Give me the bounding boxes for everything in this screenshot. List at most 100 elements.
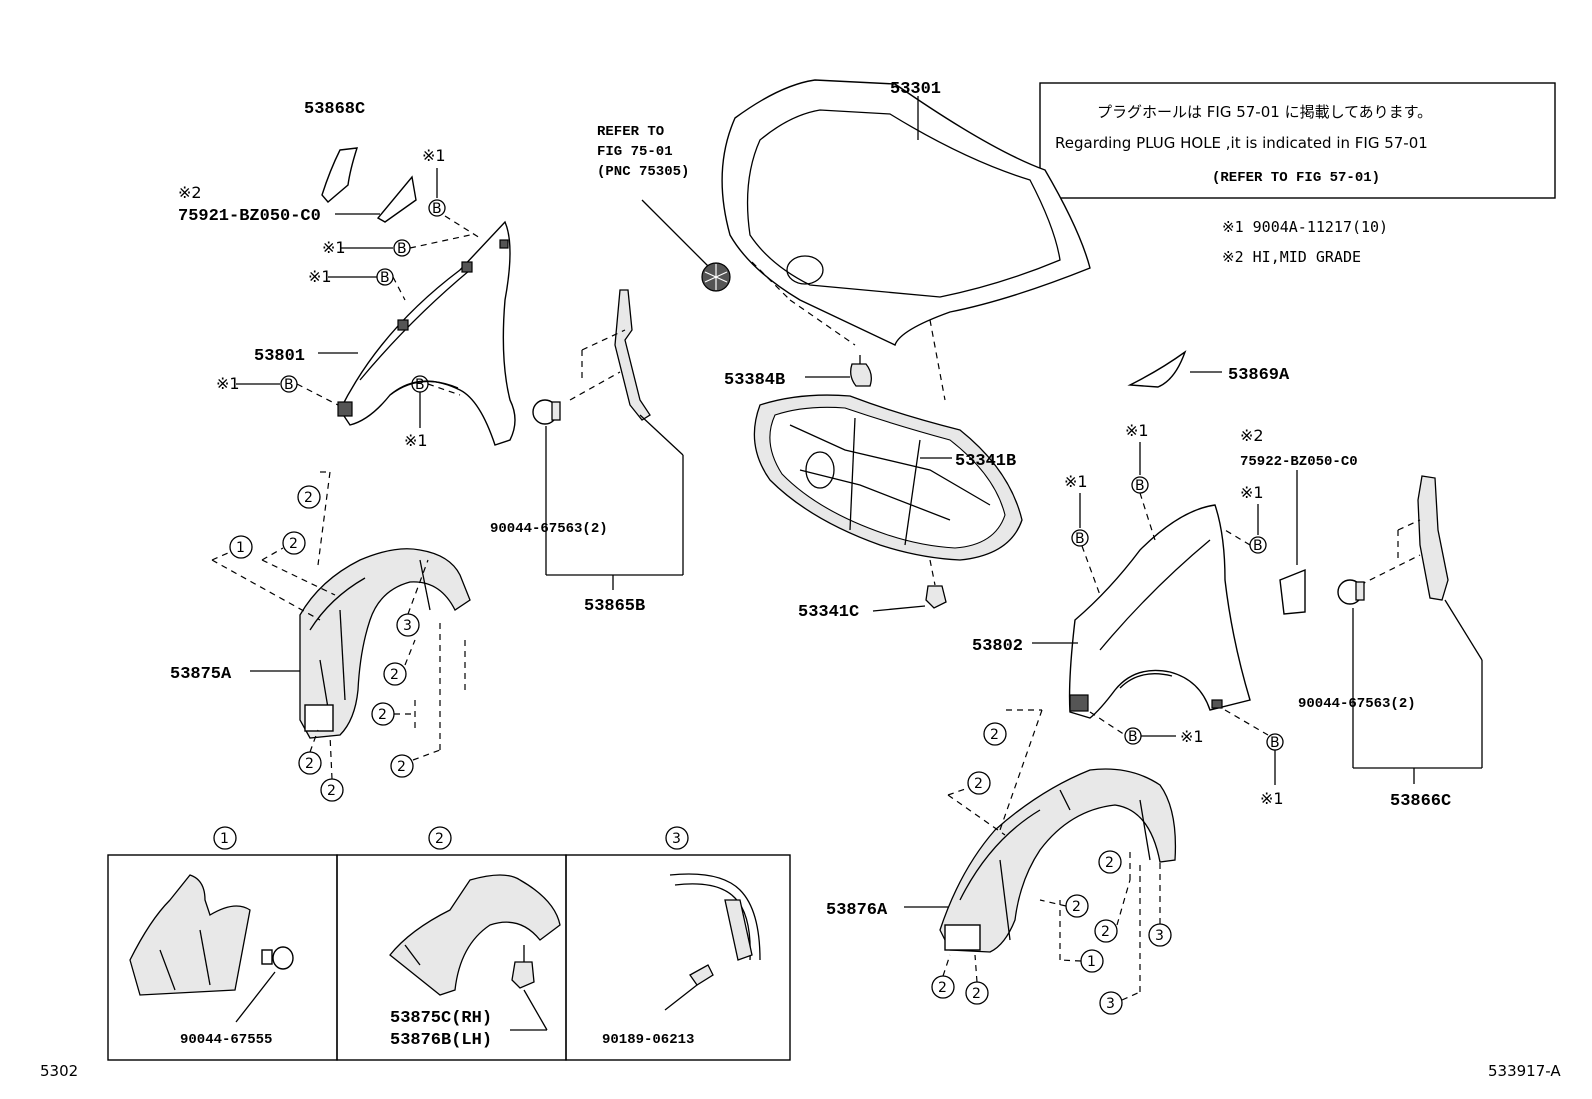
label-53801: 53801 [254,347,305,366]
cover-75921-drawing [376,175,417,223]
emblem-icon [701,262,731,292]
label-53876B: 53876B(LH) [390,1031,492,1050]
clip-left-icon [532,399,561,425]
c2-mark: 2 [305,756,314,772]
callout-left-liner: 2 1 2 3 2 2 2 2 2 [211,471,466,802]
note-japanese: プラグホールは FIG 57-01 に掲載してあります。 [1097,103,1432,121]
clip-right-icon [1337,579,1365,605]
callout-right-liner: 2 2 2 2 2 3 1 3 2 2 [931,709,1172,1015]
b-mark: B [284,377,294,393]
callout-b-right-3: ※1 B [1224,483,1267,554]
star1-mark: ※1 [1240,483,1264,502]
c2-mark: 2 [1101,924,1110,940]
detail-box-2: 2 53875C(RH) 53876B(LH) [336,826,567,1061]
b-mark: B [1075,531,1085,547]
c2-mark: 2 [990,727,999,743]
note-frame [1039,82,1556,199]
b-mark: B [1253,538,1263,554]
label-53341B: 53341B [955,452,1016,471]
callout-b-right-4: B ※1 [1089,711,1204,746]
b-mark: B [380,270,390,286]
b-mark: B [432,201,442,217]
callout-b-left-3: ※1 B [308,267,406,301]
callout-b-left-4: ※1 B [216,374,339,406]
detail-2-number: 2 [435,831,444,847]
star1-mark: ※1 [322,238,346,257]
c2-mark: 2 [327,783,336,799]
c2-mark: 2 [289,536,298,552]
label-53875A: 53875A [170,665,232,684]
c3-mark: 3 [1106,996,1115,1012]
detail-box-3: 3 90189-06213 [565,826,791,1061]
callout-b-left-2: ※1 B [322,234,471,257]
detail-box-1: 1 90044-67555 [107,826,338,1061]
b-mark: B [1135,478,1145,494]
c1-mark: 1 [236,540,245,556]
garnish-53868C-drawing [321,147,358,203]
refer-line1: REFER TO [597,124,664,140]
right-liner-drawing [939,768,1177,953]
label-53341C: 53341C [798,603,859,622]
c2-mark: 2 [1072,899,1081,915]
callout-b-right-2: ※1 B [1125,421,1156,541]
seal-53865B-drawing [614,289,651,421]
refer-line2: FIG 75-01 [597,144,673,160]
detail-3-number: 3 [672,831,681,847]
star1-mark: ※1 [1064,472,1088,491]
c1-mark: 1 [1087,954,1096,970]
garnish-53869A-drawing [1127,350,1187,388]
star1-mark: ※1 [1260,789,1284,808]
label-90044-left: 90044-67563(2) [490,521,608,537]
star1-mark: ※1 [404,431,428,450]
detail-1-number: 1 [220,831,229,847]
plug-hole-note: プラグホールは FIG 57-01 に掲載してあります。 Regarding P… [1039,82,1556,199]
clip-53341C-icon [925,585,947,609]
c2-mark: 2 [390,667,399,683]
c3-mark: 3 [1155,928,1164,944]
callout-b-left-5: B ※1 [404,375,461,450]
c3-mark: 3 [403,618,412,634]
label-90044-right: 90044-67563(2) [1298,696,1416,712]
star1-mark: ※1 [1125,421,1149,440]
label-53876A: 53876A [826,901,888,920]
label-53875C: 53875C(RH) [390,1009,492,1028]
refer-line3: (PNC 75305) [597,164,689,180]
star1-mark: ※1 [1180,727,1204,746]
label-75921: 75921-BZ050-C0 [178,207,321,226]
b-mark: B [415,377,425,393]
label-90189: 90189-06213 [602,1032,694,1048]
b-mark: B [1128,729,1138,745]
seal-53866C-drawing [1417,475,1449,601]
label-star2-left: ※2 [178,183,202,202]
label-90044-67555: 90044-67555 [180,1032,272,1048]
star1-mark: ※1 [308,267,332,286]
label-53865B: 53865B [584,597,645,616]
c2-mark: 2 [972,986,981,1002]
label-star2-right: ※2 [1240,426,1264,445]
label-53869A: 53869A [1228,366,1290,385]
hood-panel-drawing [721,79,1091,346]
legend-star2: ※2 HI,MID GRADE [1222,248,1361,266]
left-liner-drawing [299,548,471,739]
c2-mark: 2 [938,980,947,996]
c2-mark: 2 [397,759,406,775]
note-refer: (REFER TO FIG 57-01) [1212,170,1380,186]
left-fender-drawing [337,220,516,446]
callout-b-left-1: ※1 B [422,146,481,239]
label-53301: 53301 [890,80,941,99]
c2-mark: 2 [304,490,313,506]
cover-75922-drawing [1279,568,1306,615]
c2-mark: 2 [378,707,387,723]
c2-mark: 2 [1105,855,1114,871]
c2-mark: 2 [974,776,983,792]
clip-90044-67555-icon [261,946,294,970]
footer-right-code: 533917-A [1488,1062,1561,1080]
clip-53875C-icon [511,945,535,989]
hood-insulator-drawing [753,394,1023,561]
clip-90189-06213-icon [689,964,714,986]
label-75922: 75922-BZ050-C0 [1240,454,1358,470]
callout-b-right-5: B ※1 [1224,709,1284,808]
label-53868C: 53868C [304,100,365,119]
label-53384B: 53384B [724,371,785,390]
